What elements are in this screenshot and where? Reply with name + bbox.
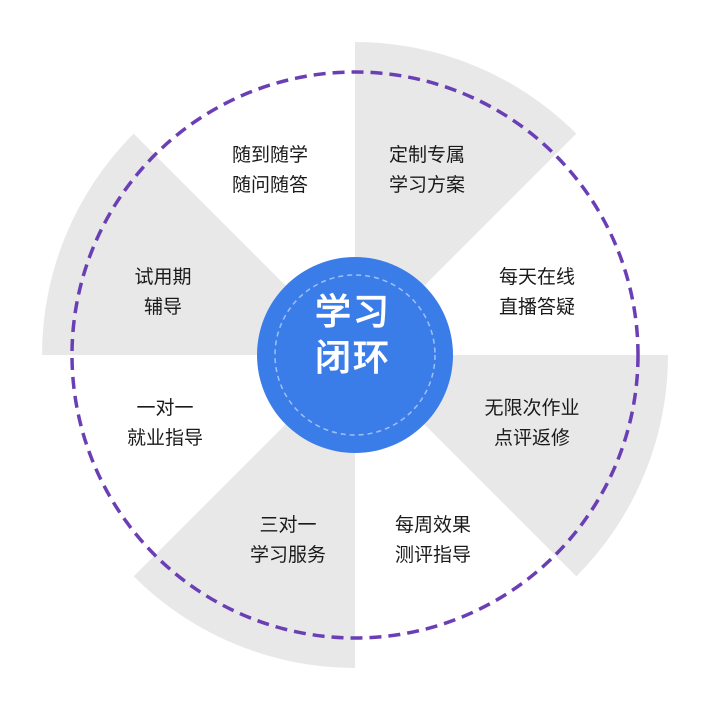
segment-line1: 试用期 [134, 266, 192, 288]
segment-label-probation: 试用期 辅导 [88, 262, 238, 322]
segment-label-learn-anytime: 随到随学 随问随答 [195, 140, 345, 200]
segment-line1: 无限次作业 [484, 397, 580, 419]
dashed-ring [70, 70, 640, 640]
segment-line1: 一对一 [136, 397, 194, 419]
segment-line2: 直播答疑 [498, 296, 575, 318]
segment-line1: 三对一 [259, 514, 317, 536]
segment-label-one-on-one: 一对一 就业指导 [90, 393, 240, 453]
segment-line1: 每周效果 [394, 514, 471, 536]
segment-line2: 就业指导 [126, 427, 203, 449]
segment-label-daily-live: 每天在线 直播答疑 [462, 262, 612, 322]
segment-line2: 点评返修 [493, 427, 570, 449]
segment-label-weekly-assessment: 每周效果 测评指导 [358, 510, 508, 570]
segment-line2: 测评指导 [394, 544, 471, 566]
center-circle [257, 257, 453, 453]
center-title: 学习 闭环 [283, 290, 423, 382]
segment-line1: 定制专属 [388, 144, 465, 166]
segment-line2: 学习方案 [388, 174, 465, 196]
center-title-line2: 闭环 [314, 338, 391, 379]
segment-label-custom-plan: 定制专属 学习方案 [352, 140, 502, 200]
segment-line1: 每天在线 [498, 266, 575, 288]
segment-line2: 学习服务 [249, 544, 326, 566]
segment-label-three-on-one: 三对一 学习服务 [213, 510, 363, 570]
segment-label-unlimited-homework: 无限次作业 点评返修 [457, 393, 607, 453]
segment-line2: 辅导 [143, 296, 182, 318]
segment-line2: 随问随答 [231, 174, 308, 196]
segment-line1: 随到随学 [231, 144, 308, 166]
center-inner-dashed-ring [274, 274, 436, 436]
center-title-line1: 学习 [314, 292, 391, 333]
